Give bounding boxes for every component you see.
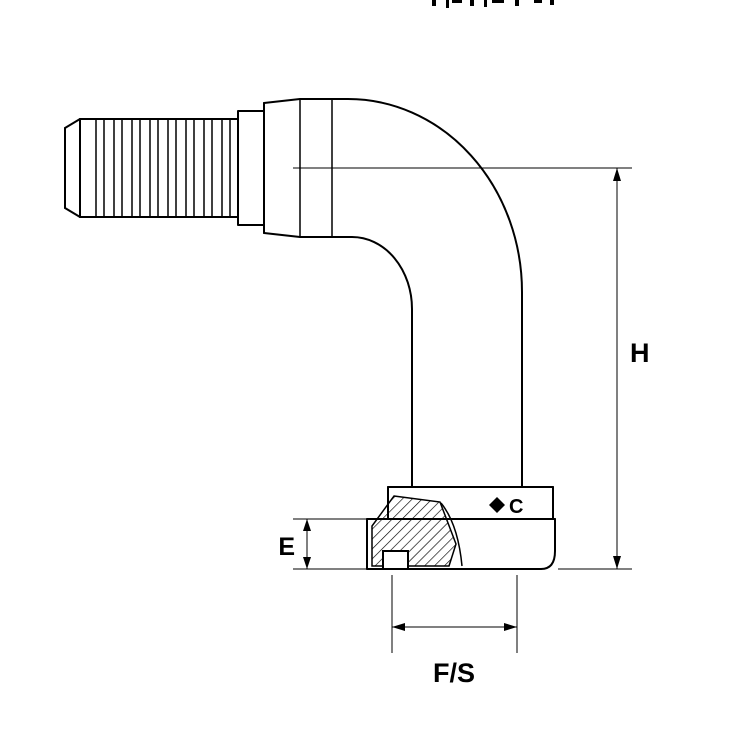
diamond-icon xyxy=(489,497,505,513)
dimension-fs: F/S xyxy=(391,575,518,688)
hose-barb-stem xyxy=(64,110,265,226)
section-hatch xyxy=(371,495,457,567)
elbow-tube xyxy=(331,98,523,488)
flange-head xyxy=(366,486,556,570)
barb-ribs xyxy=(95,119,231,217)
cropped-top-text-fragments xyxy=(432,0,554,8)
dimension-fs-label: F/S xyxy=(433,658,475,688)
seal-groove-notch xyxy=(382,550,409,570)
dimension-e-label: E xyxy=(278,533,295,561)
stop-collar xyxy=(237,110,265,226)
manufacturer-logo: C xyxy=(489,496,523,518)
dimension-h: H xyxy=(293,167,650,570)
dimension-h-label: H xyxy=(630,338,650,368)
bore-profile-line xyxy=(440,502,463,567)
logo-letter: C xyxy=(509,496,523,518)
dimension-e: E xyxy=(278,518,367,570)
